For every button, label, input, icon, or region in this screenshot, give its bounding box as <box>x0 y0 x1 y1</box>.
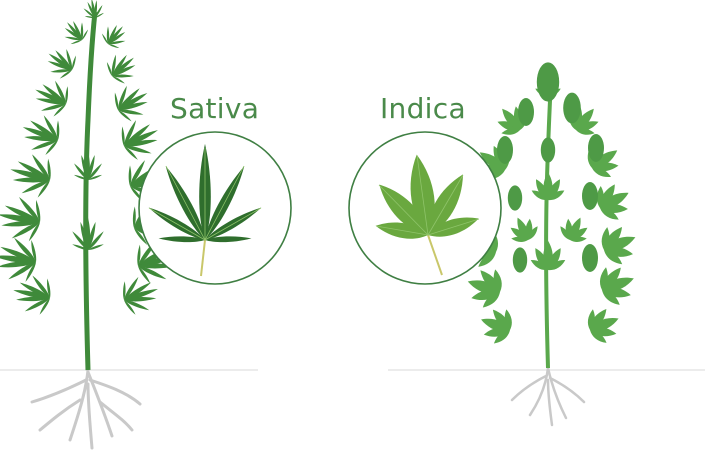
sativa-label: Sativa <box>170 95 259 123</box>
sativa-roots <box>32 370 140 448</box>
indica-roots <box>512 368 584 425</box>
indica-leaf-badge <box>349 132 501 284</box>
indica-label: Indica <box>380 95 466 123</box>
sativa-leaf-badge <box>139 132 291 284</box>
